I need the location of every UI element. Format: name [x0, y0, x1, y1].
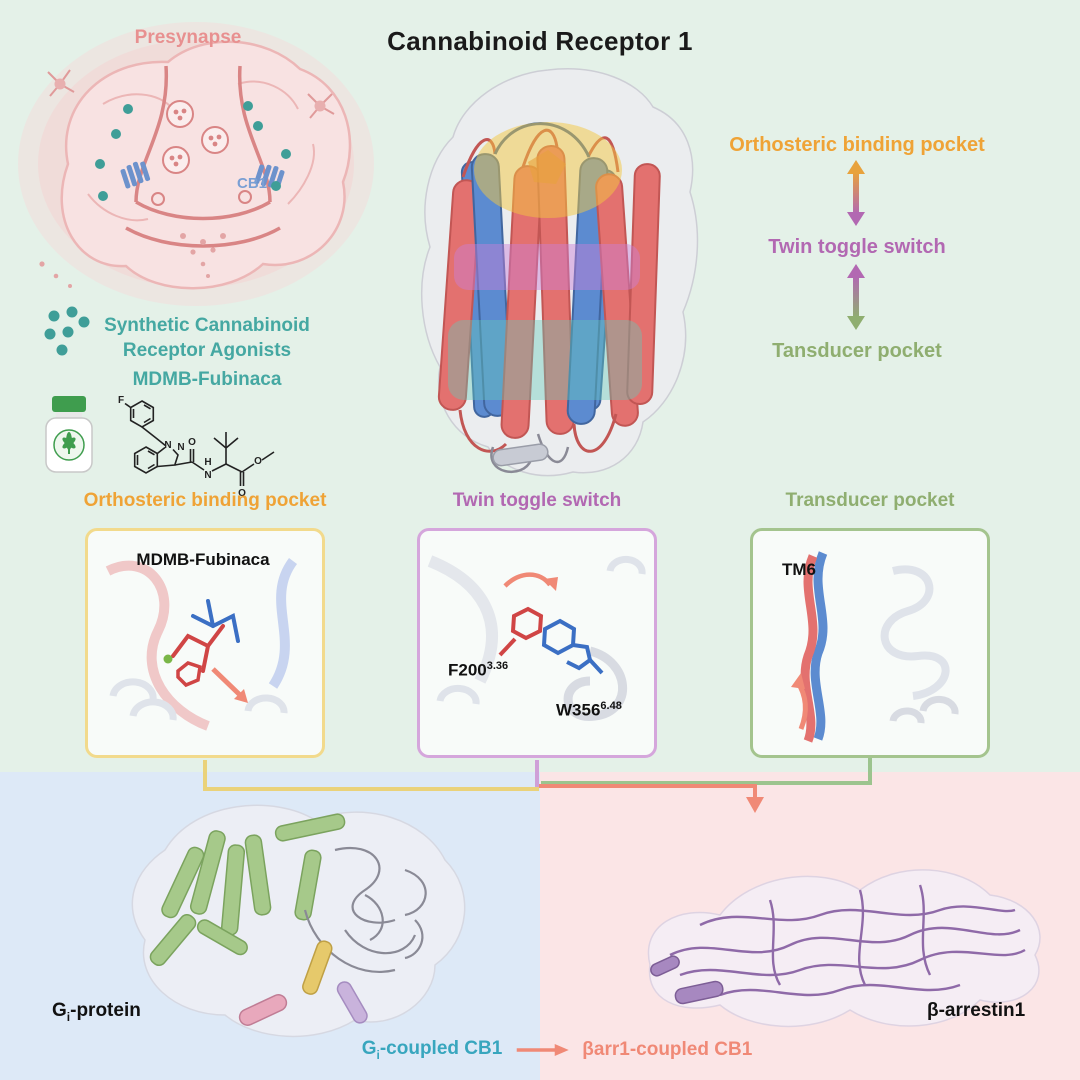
panel-connector-lines: [203, 758, 872, 813]
tm6-helix-blue: [810, 551, 828, 741]
gi-protein-illustration: [131, 804, 466, 1038]
cannabis-leaf-icon: [62, 432, 76, 454]
arrestin-coupled-label: βarr1-coupled CB1: [582, 1038, 753, 1060]
transducer-panel: [750, 528, 990, 758]
coupling-transition-arrow: [516, 1043, 569, 1056]
residue-W356: [541, 618, 604, 675]
atom-oxygen: O: [238, 488, 246, 499]
galpha-helices: [149, 813, 346, 967]
atom-nitrogen: N: [204, 470, 211, 481]
orthosteric-pathway-label: Orthosteric binding pocket: [729, 134, 985, 156]
presynapse-brain-illustration: [18, 22, 374, 306]
intracellular-loops: [458, 409, 618, 474]
agonist-dots-icon: [44, 306, 90, 356]
agonist-legend: Synthetic Cannabinoid Receptor Agonists: [104, 313, 310, 363]
tm6-helix-red: [800, 554, 818, 743]
beta-arrestin-label: β-arrestin1: [927, 1000, 1026, 1021]
orthosteric-panel: [85, 528, 325, 758]
arrestin-strands: [669, 884, 1026, 997]
brain-sulci: [87, 80, 315, 222]
twin-panel-title: Twin toggle switch: [452, 490, 622, 511]
atom-hydrogen: H: [204, 457, 211, 468]
twin-toggle-pathway-label: Twin toggle switch: [768, 236, 946, 258]
ligand-silhouette: [528, 150, 566, 184]
coupling-footer: Gi-coupled CB1 βarr1-coupled CB1: [362, 1038, 753, 1062]
agonist-dots-in-brain: [95, 101, 291, 201]
transducer-panel-title: Transducer pocket: [785, 490, 955, 511]
bottle-cap: [52, 396, 86, 412]
orthosteric-to-twin-arrow: [847, 160, 865, 226]
agonist-legend-line2: Receptor Agonists: [122, 340, 292, 362]
residue-label-w356: W3566.48: [556, 700, 622, 720]
twin-toggle-panel: [417, 528, 657, 758]
transducer-pathway-label: Tansducer pocket: [772, 340, 942, 362]
to-arrestin-arrow: [539, 784, 764, 813]
neuron-icon-right: [307, 93, 335, 119]
brain-outline: [60, 40, 352, 290]
residue-label-f200: F2003.36: [448, 660, 509, 680]
ligand-red: [171, 624, 225, 688]
orthosteric-pocket-scene: [105, 558, 298, 731]
cb1-receptor-structure-illustration: [420, 68, 699, 477]
tm6-movement-arrow: [791, 673, 808, 730]
ligand-blue: [191, 599, 240, 643]
synapse-terminal: [125, 65, 281, 248]
synaptic-vesicles: [151, 100, 252, 206]
atom-fluorine: F: [118, 395, 124, 406]
alpha5-helix: [238, 994, 288, 1026]
cb1-receptor-icon-left: [120, 161, 151, 189]
presynapse-label: Presynapse: [134, 27, 242, 48]
beta-arrestin-illustration: [647, 869, 1041, 1028]
orthosteric-ligand-label: MDMB-Fubinaca: [136, 550, 270, 569]
gi-coupled-label: Gi-coupled CB1: [361, 1038, 503, 1062]
orthosteric-panel-title: Orthosteric binding pocket: [83, 490, 327, 511]
orthosteric-connector: [203, 760, 539, 791]
figure-title: Cannabinoid Receptor 1: [387, 26, 693, 56]
pathway-arrows: [847, 160, 865, 330]
atom-oxygen: O: [188, 437, 196, 448]
transducer-connector: [541, 758, 872, 785]
mdmb-fubinaca-structure: F N N O N H O O: [118, 395, 275, 499]
agonist-legend-line1: Synthetic Cannabinoid: [104, 315, 310, 336]
medicine-bottle-icon: [45, 396, 93, 473]
lavender-helix: [336, 981, 368, 1024]
compound-name: MDMB-Fubinaca: [132, 369, 282, 390]
movement-arrow: [211, 667, 248, 703]
transducer-pocket-highlight: [448, 320, 642, 400]
twin-toggle-highlight: [454, 244, 640, 290]
transmembrane-helices: [437, 145, 661, 439]
tm6-label: TM6: [782, 560, 816, 579]
twin-to-transducer-arrow: [847, 264, 865, 330]
twin-toggle-scene: [427, 555, 646, 721]
atom-nitrogen: N: [164, 440, 171, 451]
fluorine-atom-dot: [163, 654, 173, 664]
toggle-arrow: [503, 572, 558, 591]
gi-protein-label: Gi-protein: [52, 1000, 141, 1024]
released-neurotransmitters: [39, 233, 226, 288]
residue-F200: [498, 606, 544, 657]
neuron-icon-left: [47, 69, 75, 97]
atom-nitrogen: N: [177, 442, 184, 453]
atom-oxygen: O: [254, 456, 262, 467]
arrestin-helix: [674, 980, 724, 1005]
cb1-label: CB1: [237, 175, 268, 192]
transducer-pocket-scene: [791, 551, 959, 743]
ggamma-helix: [302, 940, 333, 995]
gbeta-loops: [303, 847, 427, 973]
